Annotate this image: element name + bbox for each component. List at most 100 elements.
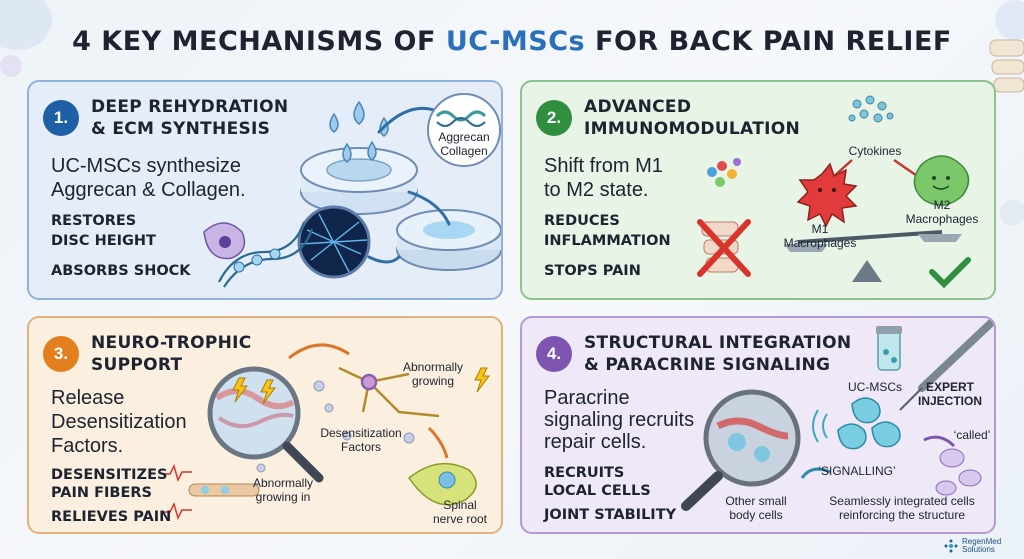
background-cell — [0, 55, 22, 77]
step-number: 1. — [43, 100, 79, 136]
stem-cell-icon — [203, 222, 246, 260]
title-suffix: FOR BACK PAIN RELIEF — [585, 26, 952, 57]
lead-text-line-3: Factors. — [51, 435, 124, 457]
spinal-nerve-root-label: Spinal — [443, 498, 477, 512]
cross-icon — [697, 219, 751, 277]
desensitization-factor-dots — [256, 380, 415, 473]
m1-macrophage-icon — [796, 162, 858, 228]
panel-3-illustration — [164, 343, 490, 521]
page-title: 4 KEY MECHANISMS OF UC-MSCs FOR BACK PAI… — [0, 26, 1024, 57]
title-accent: UC-MSCs — [445, 26, 586, 57]
cytokine-cluster-icon — [707, 158, 741, 187]
benefit-text: STOPS PAIN — [544, 263, 641, 279]
lead-text-line-1: Release — [51, 387, 125, 409]
brand-name-line-2: Solutions — [962, 545, 995, 554]
other-small-body-cells-label: body cells — [729, 508, 783, 522]
lead-text-line-1: Paracrine — [544, 387, 630, 409]
brand-name-line-1: RegenMed — [962, 537, 1002, 546]
panel-immunomodulation: 2. ADVANCED IMMUNOMODULATION Shift from … — [520, 80, 996, 300]
step-number: 4. — [536, 336, 572, 372]
panel-neuro-trophic: 3. NEURO-TROPHIC SUPPORT Release Desensi… — [27, 316, 503, 534]
lead-text-line-2: to M2 state. — [544, 179, 649, 201]
signalling-label: ‘SIGNALLING’ — [818, 464, 896, 478]
expert-injection-label: INJECTION — [917, 394, 982, 408]
small-body-cell-icon — [935, 448, 982, 496]
spinal-nerve-root-label: nerve root — [432, 512, 488, 526]
panel-structural-integration: 4. STRUCTURAL INTEGRATION & PARACRINE SI… — [520, 316, 996, 534]
spinal-disc-icon — [396, 209, 501, 271]
m2-macrophages-label: Macrophages — [905, 212, 979, 226]
background-cell — [995, 0, 1024, 40]
lead-text-line-2: signaling recruits — [544, 409, 695, 431]
stem-cell-icon — [837, 397, 901, 450]
benefit-text: INFLAMMATION — [544, 233, 671, 249]
desensitization-factors-label: Factors — [340, 440, 381, 454]
nerve-fiber-icon — [188, 483, 260, 497]
abnormally-growing-label: Abnormally — [402, 360, 464, 374]
cytokines-icon — [848, 95, 894, 123]
cytokines-label: Cytokines — [848, 144, 902, 158]
benefit-text: JOINT STABILITY — [544, 507, 677, 523]
fiber-network-icon — [297, 205, 371, 279]
panel-title-line-1: NEURO-TROPHIC — [91, 333, 252, 353]
m1-macrophages-label: Macrophages — [783, 236, 857, 250]
pain-signal-icon — [164, 463, 192, 521]
water-drop-icon — [329, 100, 389, 163]
abnormally-growing-in-label: Abnormally — [252, 476, 314, 490]
benefit-text: REDUCES — [544, 213, 620, 229]
brand-mark-icon — [944, 539, 958, 553]
panel-title-line-1: STRUCTURAL INTEGRATION — [584, 333, 852, 353]
benefit-text: DISC HEIGHT — [51, 233, 156, 249]
magnifier-icon — [207, 366, 324, 483]
m2-label: M2 — [933, 198, 951, 212]
lead-text-line-2: Aggrecan & Collagen. — [51, 179, 246, 201]
panel-title-line-2: & ECM SYNTHESIS — [91, 119, 271, 139]
panel-title-line-1: ADVANCED — [584, 97, 692, 117]
lightning-icon — [232, 367, 490, 405]
uc-mscs-label: UC-MSCs — [848, 380, 902, 394]
panel-title-line-2: & PARACRINE SIGNALING — [584, 355, 831, 375]
brand-logo: RegenMed Solutions — [944, 538, 1001, 554]
collagen-label: Collagen — [440, 144, 488, 158]
panel-1-illustration — [203, 93, 501, 288]
step-number: 3. — [43, 336, 79, 372]
spinal-disc-icon — [300, 147, 418, 215]
panel-4-illustration — [681, 318, 994, 511]
collagen-helix-icon — [427, 93, 501, 167]
benefit-text: DESENSITIZES — [51, 467, 168, 483]
benefit-text: RELIEVES PAIN — [51, 509, 172, 525]
neuron-icon — [338, 366, 440, 418]
vial-icon — [876, 326, 902, 371]
seamless-integration-label: Seamlessly integrated cells — [829, 494, 975, 508]
abnormally-growing-in-label: growing in — [255, 490, 311, 504]
lead-text-line-2: Desensitization — [51, 411, 187, 433]
panel-title-line-2: SUPPORT — [91, 355, 183, 375]
abnormally-growing-label: growing — [411, 374, 455, 388]
signal-waves-icon — [812, 409, 828, 443]
m1-label: M1 — [811, 222, 829, 236]
benefit-text: LOCAL CELLS — [544, 483, 651, 499]
panel-title-line-1: DEEP REHYDRATION — [91, 97, 289, 117]
panel-deep-rehydration: 1. DEEP REHYDRATION & ECM SYNTHESIS UC-M… — [27, 80, 503, 300]
lead-text-line-1: Shift from M1 — [544, 155, 663, 177]
step-number: 2. — [536, 100, 572, 136]
other-small-body-cells-label: Other small — [725, 494, 787, 508]
aggrecan-label: Aggrecan — [438, 130, 490, 144]
benefit-text: PAIN FIBERS — [51, 485, 152, 501]
nerve-root-icon — [407, 462, 477, 506]
check-icon — [929, 257, 971, 289]
benefit-text: ABSORBS SHOCK — [51, 263, 191, 279]
title-prefix: 4 KEY MECHANISMS OF — [72, 26, 446, 57]
benefit-text: RECRUITS — [544, 465, 625, 481]
background-cell — [1000, 200, 1024, 226]
expert-injection-label: EXPERT — [925, 380, 974, 394]
m2-macrophage-icon — [913, 155, 970, 206]
desensitization-factors-label: Desensitization — [320, 426, 402, 440]
syringe-icon — [899, 318, 994, 411]
panel-title-line-2: IMMUNOMODULATION — [584, 119, 800, 139]
called-label: ‘called’ — [953, 428, 991, 442]
balance-scale-icon — [784, 230, 962, 282]
lead-text-line-1: UC-MSCs synthesize — [51, 155, 242, 177]
seamless-integration-label: reinforcing the structure — [838, 508, 966, 522]
panel-2-illustration — [697, 95, 971, 289]
